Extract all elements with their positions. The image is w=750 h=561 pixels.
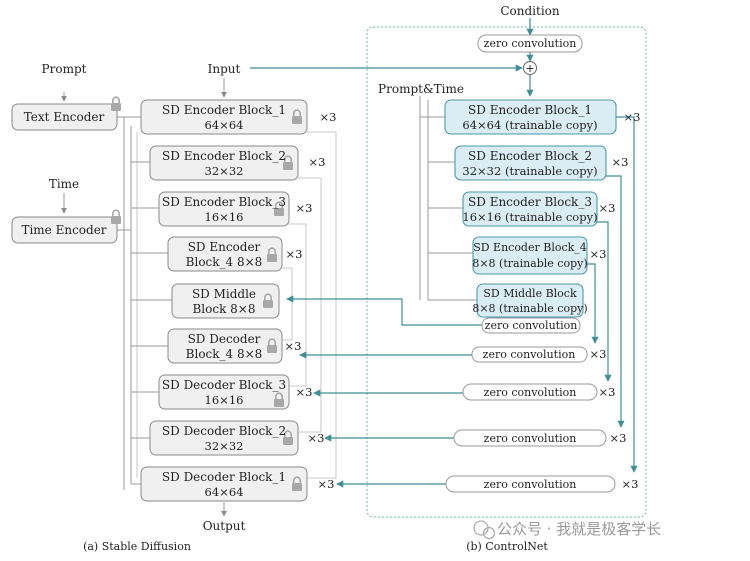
multiplier: ×3: [599, 385, 616, 399]
input-label: Input: [208, 62, 241, 76]
block-title: SD Encoder Block_4: [473, 241, 587, 254]
zero-conv-middle: [481, 317, 581, 334]
plus-sign: +: [525, 62, 534, 75]
time-encoder-block: [11, 216, 118, 244]
sd-decoder-block-3: [158, 374, 290, 410]
sd-encoder-block-4: [167, 236, 283, 272]
multiplier: ×3: [296, 201, 313, 215]
time-encoder-label: Time Encoder: [21, 223, 106, 237]
sd-encoder-block-1: [140, 99, 308, 135]
multiplier: ×3: [590, 347, 607, 361]
sd-encoder-block-3: [158, 191, 290, 227]
block-size: 16×16: [205, 393, 244, 407]
cn-encoder-block-2: [454, 145, 607, 181]
add-node: [523, 61, 537, 75]
block-size: Block_4 8×8: [186, 255, 263, 269]
block-size: 8×8 (trainable copy): [472, 302, 587, 315]
block-size: 64×64: [205, 485, 244, 499]
multiplier: ×3: [622, 477, 639, 491]
lock-icon: [110, 96, 122, 112]
block-title: SD Encoder Block_3: [162, 195, 286, 209]
caption-b: (b) ControlNet: [466, 540, 548, 553]
block-title: SD Decoder Block_2: [162, 424, 286, 438]
block-title: SD Middle Block: [483, 287, 577, 300]
sd-encoder-block-2: [149, 145, 299, 181]
text-encoder-block: [11, 103, 118, 131]
cn-encoder-block-4: [472, 236, 588, 275]
block-size: Block_4 8×8: [186, 347, 263, 361]
multiplier: ×3: [309, 155, 326, 169]
sd-decoder-block-2: [149, 420, 299, 456]
zero-conv-label: zero convolution: [485, 319, 578, 332]
time-label: Time: [49, 177, 79, 191]
block-size: 32×32: [205, 439, 244, 453]
prompt-label: Prompt: [42, 62, 87, 76]
block-title: SD Decoder Block_1: [162, 470, 286, 484]
multiplier: ×3: [612, 155, 629, 169]
zero-conv-4: [471, 346, 588, 363]
multiplier: ×3: [599, 201, 616, 215]
multiplier: ×3: [318, 477, 335, 491]
zero-conv-2: [453, 429, 607, 447]
block-title: SD Encoder Block_3: [468, 195, 592, 209]
sd-decoder-block-1: [140, 466, 308, 502]
multiplier: ×3: [296, 385, 313, 399]
multiplier: ×3: [308, 431, 325, 445]
block-size: 64×64 (trainable copy): [462, 118, 597, 132]
zero-conv-label: zero convolution: [483, 348, 576, 361]
block-title: SD Encoder: [188, 240, 261, 254]
block-size: 16×16: [205, 210, 244, 224]
multiplier: ×3: [320, 110, 337, 124]
zero-conv-label: zero convolution: [484, 386, 577, 399]
block-size: 32×32: [205, 164, 244, 178]
multiplier: ×3: [610, 431, 627, 445]
block-title: SD Encoder Block_1: [468, 103, 592, 117]
multiplier: ×3: [286, 247, 303, 261]
block-title: SD Encoder Block_2: [162, 149, 286, 163]
multiplier: ×3: [590, 247, 607, 261]
prompt-time-label: Prompt&Time: [378, 82, 464, 96]
block-size: 32×32 (trainable copy): [462, 164, 597, 178]
block-title: SD Encoder Block_2: [468, 149, 592, 163]
block-size: 64×64: [205, 118, 244, 132]
caption-a: (a) Stable Diffusion: [83, 540, 191, 553]
block-size: 8×8 (trainable copy): [472, 257, 587, 270]
multiplier: ×3: [285, 339, 302, 353]
block-title: SD Decoder Block_3: [162, 378, 286, 392]
cn-encoder-block-3: [462, 191, 598, 227]
sd-middle-block: [171, 283, 280, 319]
block-size: Block 8×8: [192, 302, 255, 316]
block-size: 16×16 (trainable copy): [462, 210, 597, 224]
block-title: SD Encoder Block_1: [162, 103, 286, 117]
block-title: SD Middle: [192, 287, 256, 301]
zero-conv-label: zero convolution: [484, 37, 577, 50]
zero-conv-3: [462, 383, 598, 401]
text-encoder-label: Text Encoder: [24, 110, 105, 124]
multiplier: ×3: [624, 110, 641, 124]
controlnet-frame: [366, 26, 647, 518]
zero-conv-1: [445, 475, 616, 493]
lock-icon: [110, 209, 122, 225]
cn-middle-block: [476, 283, 584, 318]
watermark-text: 公众号 · 我就是极客学长: [497, 520, 661, 538]
output-label: Output: [203, 519, 246, 533]
zero-conv-label: zero convolution: [484, 478, 577, 491]
zero-conv-condition: [477, 34, 583, 53]
zero-conv-label: zero convolution: [484, 432, 577, 445]
watermark: 公众号 · 我就是极客学长: [473, 520, 661, 540]
condition-label: Condition: [500, 4, 560, 18]
block-title: SD Decoder: [188, 332, 261, 346]
cn-encoder-block-1: [444, 99, 617, 135]
sd-decoder-block-4: [167, 328, 283, 364]
